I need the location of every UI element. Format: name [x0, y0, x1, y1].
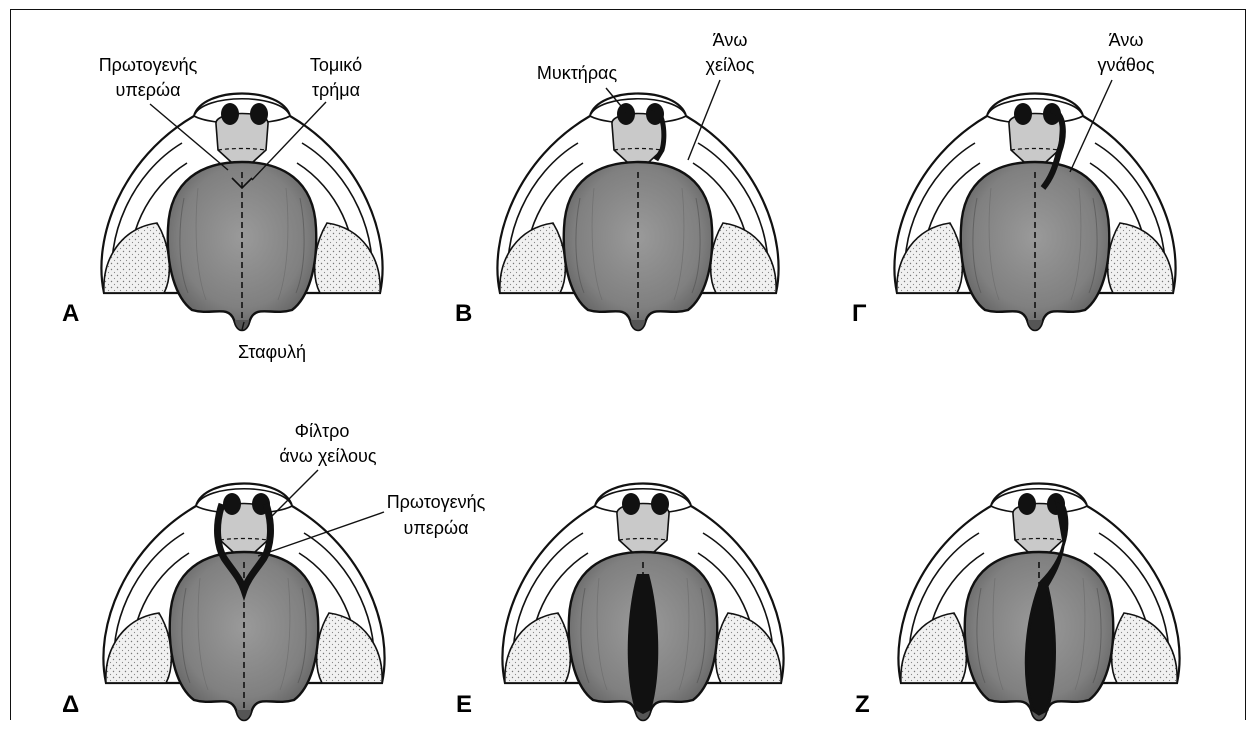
label-incisive-foramen: Τομικό	[310, 55, 362, 75]
label-primary-palate: Πρωτογενής	[99, 55, 198, 75]
panel-letter-e: Ε	[456, 691, 472, 718]
panel-letter-c: Γ	[852, 300, 867, 327]
panel-letter-b: Β	[455, 300, 472, 327]
label-upper-lip: Άνω	[713, 30, 748, 50]
label-primary-palate-2: υπερώα	[116, 80, 181, 100]
panel-letter-a: Α	[62, 300, 79, 327]
panel-letter-f: Ζ	[855, 691, 870, 718]
label-philtrum-2: άνω χείλους	[279, 446, 377, 466]
panel-a	[101, 94, 382, 331]
label-upper-lip-2: χείλος	[706, 55, 755, 75]
panel-f	[898, 484, 1179, 721]
label-uvula: Σταφυλή	[238, 342, 306, 362]
panel-e	[502, 484, 783, 721]
panel-letter-d: Δ	[62, 691, 79, 718]
panel-d	[103, 484, 384, 721]
label-primary-palate-d: Πρωτογενής	[387, 492, 486, 512]
label-philtrum: Φίλτρο	[295, 421, 350, 441]
label-nostril: Μυκτήρας	[537, 63, 618, 83]
panel-c	[894, 94, 1175, 331]
label-incisive-foramen-2: τρήμα	[312, 80, 360, 100]
label-primary-palate-d-2: υπερώα	[404, 518, 469, 538]
label-maxilla-2: γνάθος	[1097, 55, 1154, 75]
panel-b	[497, 94, 778, 331]
label-maxilla: Άνω	[1109, 30, 1144, 50]
